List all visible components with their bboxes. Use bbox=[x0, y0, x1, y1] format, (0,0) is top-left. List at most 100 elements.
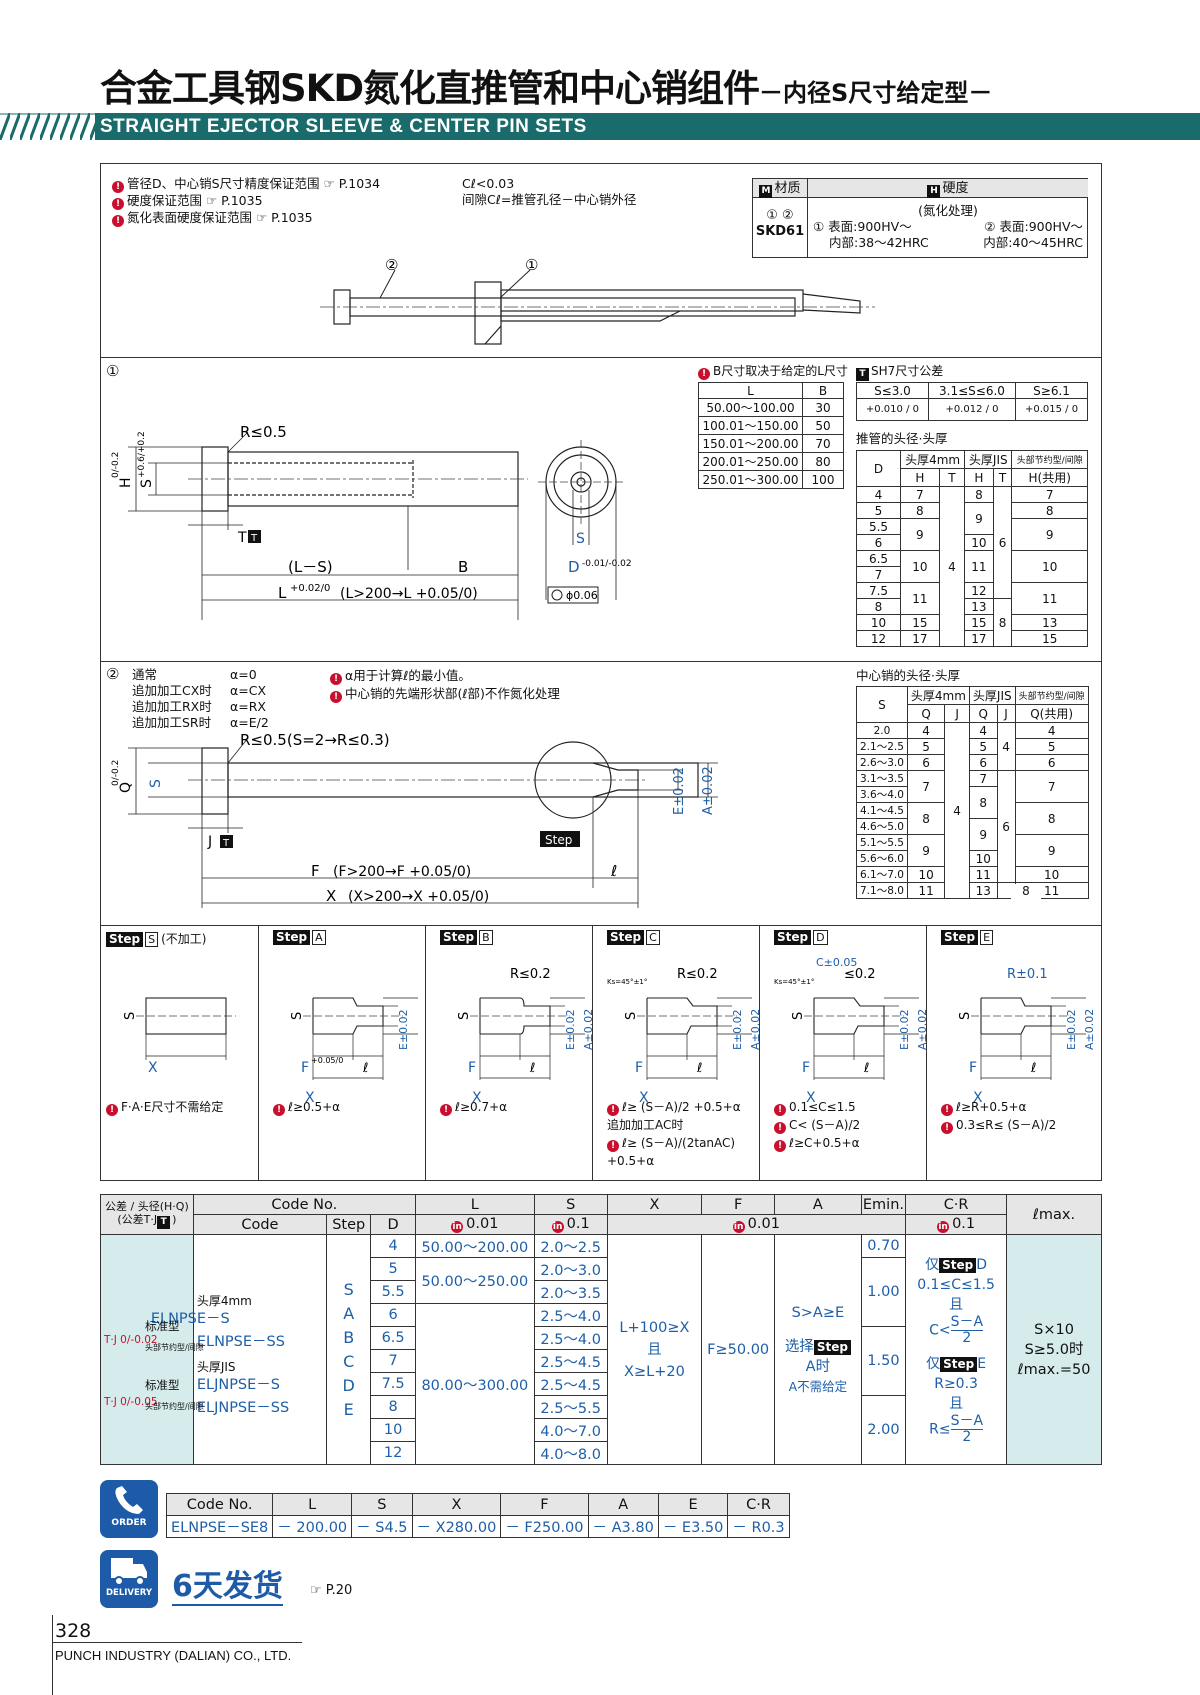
step-f-label: F bbox=[802, 1060, 810, 1076]
delivery-icon: DELIVERY bbox=[100, 1550, 158, 1608]
svg-text:F: F bbox=[311, 862, 320, 880]
step-badge: Step bbox=[774, 930, 812, 945]
svg-text:+0.02/0: +0.02/0 bbox=[290, 583, 330, 594]
step-s-label: S bbox=[791, 1012, 806, 1020]
drawing-frame bbox=[100, 163, 1102, 1181]
step-ks-label: Ks=45°±1° bbox=[774, 978, 814, 986]
svg-text:Step: Step bbox=[545, 833, 572, 847]
step-s-label: S bbox=[624, 1012, 639, 1020]
step-code: D bbox=[813, 930, 828, 945]
title-banner bbox=[0, 113, 1200, 140]
step-code: E bbox=[980, 930, 994, 945]
step-note: !ℓ≥R+0.5+α bbox=[941, 1098, 1056, 1116]
step-note: !F·A·E尺寸不需给定 bbox=[106, 1098, 223, 1116]
section2-label: ② bbox=[106, 665, 120, 683]
svg-text:+0.6/+0.2: +0.6/+0.2 bbox=[137, 431, 147, 478]
step-r-label: ≤0.2 bbox=[844, 967, 876, 982]
step-note: !0.1≤C≤1.5 bbox=[774, 1098, 860, 1116]
step-note: !ℓ≥C+0.5+α bbox=[774, 1134, 860, 1152]
sleeve-head-title: 推管的头径·头厚 bbox=[856, 431, 948, 446]
step-f-label: F bbox=[301, 1060, 309, 1076]
step-a-label: A±0.02 bbox=[1083, 1009, 1096, 1050]
sleeve-drawing: R≤0.5 (L－S) B L +0.02/0 (L>200→L +0.05/0… bbox=[111, 423, 632, 620]
step-code: B bbox=[479, 930, 493, 945]
pin-drawing: R≤0.5(S=2→R≤0.3) Q 0/-0.2 S J T F (F>200… bbox=[111, 731, 718, 908]
pin-j-jis-8: 8 bbox=[1011, 884, 1041, 900]
step-badge: Step bbox=[273, 930, 311, 945]
step-ell-label: ℓ bbox=[863, 1061, 869, 1076]
svg-text:S: S bbox=[139, 479, 155, 488]
step-x-label: X bbox=[472, 1090, 482, 1106]
page-number: 328 bbox=[55, 1620, 92, 1642]
banner-subtitle: STRAIGHT EJECTOR SLEEVE & CENTER PIN SET… bbox=[100, 116, 587, 137]
section1-label: ① bbox=[106, 362, 120, 380]
svg-text:H: H bbox=[118, 477, 134, 488]
delivery-text: 6天发货 bbox=[172, 1569, 283, 1606]
footer-company: PUNCH INDUSTRY (DALIAN) CO., LTD. bbox=[55, 1648, 292, 1663]
pin-head-title: 中心销的头径·头厚 bbox=[856, 668, 960, 683]
step-badge: Step bbox=[941, 930, 979, 945]
svg-text:E±0.02: E±0.02 bbox=[672, 767, 687, 815]
svg-text:B: B bbox=[458, 558, 468, 576]
step-badge: Step bbox=[106, 932, 144, 947]
step-code: A bbox=[312, 930, 326, 945]
sleeve-r-label: R≤0.5 bbox=[240, 423, 287, 441]
step-code: S bbox=[145, 932, 159, 947]
step-badge: Step bbox=[607, 930, 645, 945]
assembly-drawing: ② ① bbox=[320, 256, 875, 345]
step-diagram-s: SX bbox=[123, 997, 236, 1076]
step-desc: (不加工) bbox=[161, 932, 207, 946]
svg-text:T: T bbox=[250, 533, 258, 544]
step-x-label: X bbox=[148, 1060, 158, 1076]
step-note: !ℓ≥0.5+α bbox=[273, 1098, 340, 1116]
step-e-label: E±0.02 bbox=[1065, 1009, 1078, 1050]
order-icon: ORDER bbox=[100, 1480, 158, 1538]
step-r-label: R±0.1 bbox=[1007, 967, 1048, 982]
step-note: !ℓ≥ (S－A)/2 +0.5+α bbox=[607, 1098, 765, 1116]
svg-text:L: L bbox=[278, 584, 287, 602]
svg-text:(L－S): (L－S) bbox=[288, 558, 333, 576]
step-c-label: C±0.05 bbox=[816, 956, 857, 969]
step-s-label: S bbox=[123, 1012, 138, 1020]
step-a-label: A±0.02 bbox=[749, 1009, 762, 1050]
pin-notes: !α用于计算ℓ的最小值。 !中心销的先端形状部(ℓ部)不作氮化处理 bbox=[330, 667, 560, 703]
step-x-label: X bbox=[305, 1090, 315, 1106]
step-s-label: S bbox=[457, 1012, 472, 1020]
svg-text:(F>200→F +0.05/0): (F>200→F +0.05/0) bbox=[333, 864, 471, 880]
svg-text:0/-0.2: 0/-0.2 bbox=[111, 760, 121, 786]
step-note: !0.3≤R≤ (S－A)/2 bbox=[941, 1116, 1056, 1134]
clearance-note: Cℓ<0.03 间隙Cℓ=推管孔径－中心销外径 bbox=[462, 176, 637, 207]
svg-text:R≤0.5(S=2→R≤0.3): R≤0.5(S=2→R≤0.3) bbox=[240, 731, 390, 749]
svg-text:S: S bbox=[576, 531, 585, 547]
step-note: !C< (S－A)/2 bbox=[774, 1116, 860, 1134]
step-ell-label: ℓ bbox=[362, 1061, 368, 1076]
step-ell-label: ℓ bbox=[696, 1061, 702, 1076]
step-f-tol: +0.05/0 bbox=[311, 1056, 343, 1065]
svg-text:ℓ: ℓ bbox=[610, 862, 617, 880]
step-badge: Step bbox=[440, 930, 478, 945]
svg-text:D: D bbox=[568, 558, 580, 576]
step-a-label: A±0.02 bbox=[582, 1009, 595, 1050]
step-f-label: F bbox=[635, 1060, 643, 1076]
step-ks-label: Ks=45°±1° bbox=[607, 978, 647, 986]
step-code: C bbox=[646, 930, 660, 945]
step-x-label: X bbox=[973, 1090, 983, 1106]
svg-text:X: X bbox=[326, 887, 336, 905]
b-note: !B尺寸取决于给定的L尺寸 bbox=[698, 362, 848, 380]
step-a-label: A±0.02 bbox=[916, 1009, 929, 1050]
svg-text:Q: Q bbox=[118, 782, 134, 793]
